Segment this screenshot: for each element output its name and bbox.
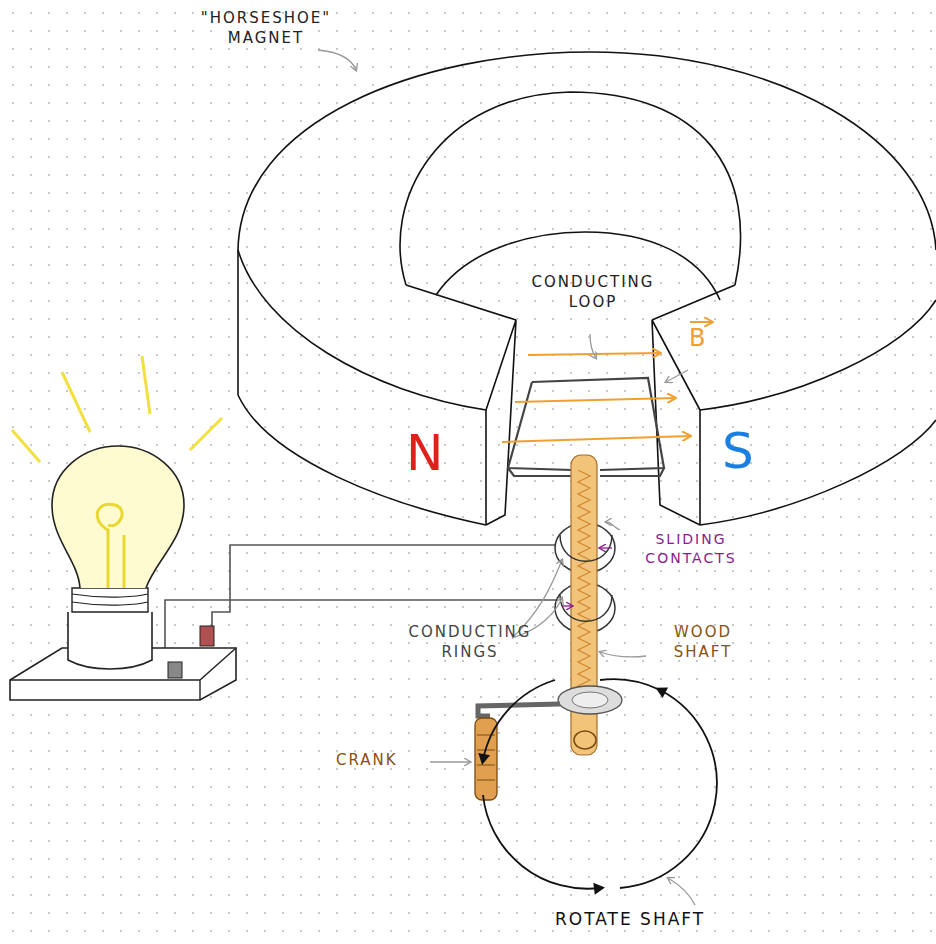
pole-label: N xyxy=(406,420,466,488)
contact-marks xyxy=(562,548,612,606)
horseshoe-magnet xyxy=(238,52,936,525)
ring-fronts xyxy=(560,535,612,621)
magnet-label: "HORSESHOE" MAGNET xyxy=(196,8,336,49)
crank-label: CRANK xyxy=(336,750,436,770)
leader-lines xyxy=(318,50,695,905)
shaft-label: WOOD SHAFT xyxy=(648,622,758,663)
crank xyxy=(475,686,622,800)
loop-label: CONDUCTING LOOP xyxy=(508,272,678,313)
rings-label: CONDUCTING RINGS xyxy=(380,622,560,663)
rotation-arrow xyxy=(483,679,717,889)
light-bulb xyxy=(10,356,236,700)
field-symbol: B xyxy=(689,322,719,354)
pole-label: S xyxy=(722,418,782,486)
field-arrows xyxy=(502,322,712,442)
contacts-label: SLIDING CONTACTS xyxy=(626,530,756,568)
action-label: ROTATE SHAFT xyxy=(555,908,805,931)
